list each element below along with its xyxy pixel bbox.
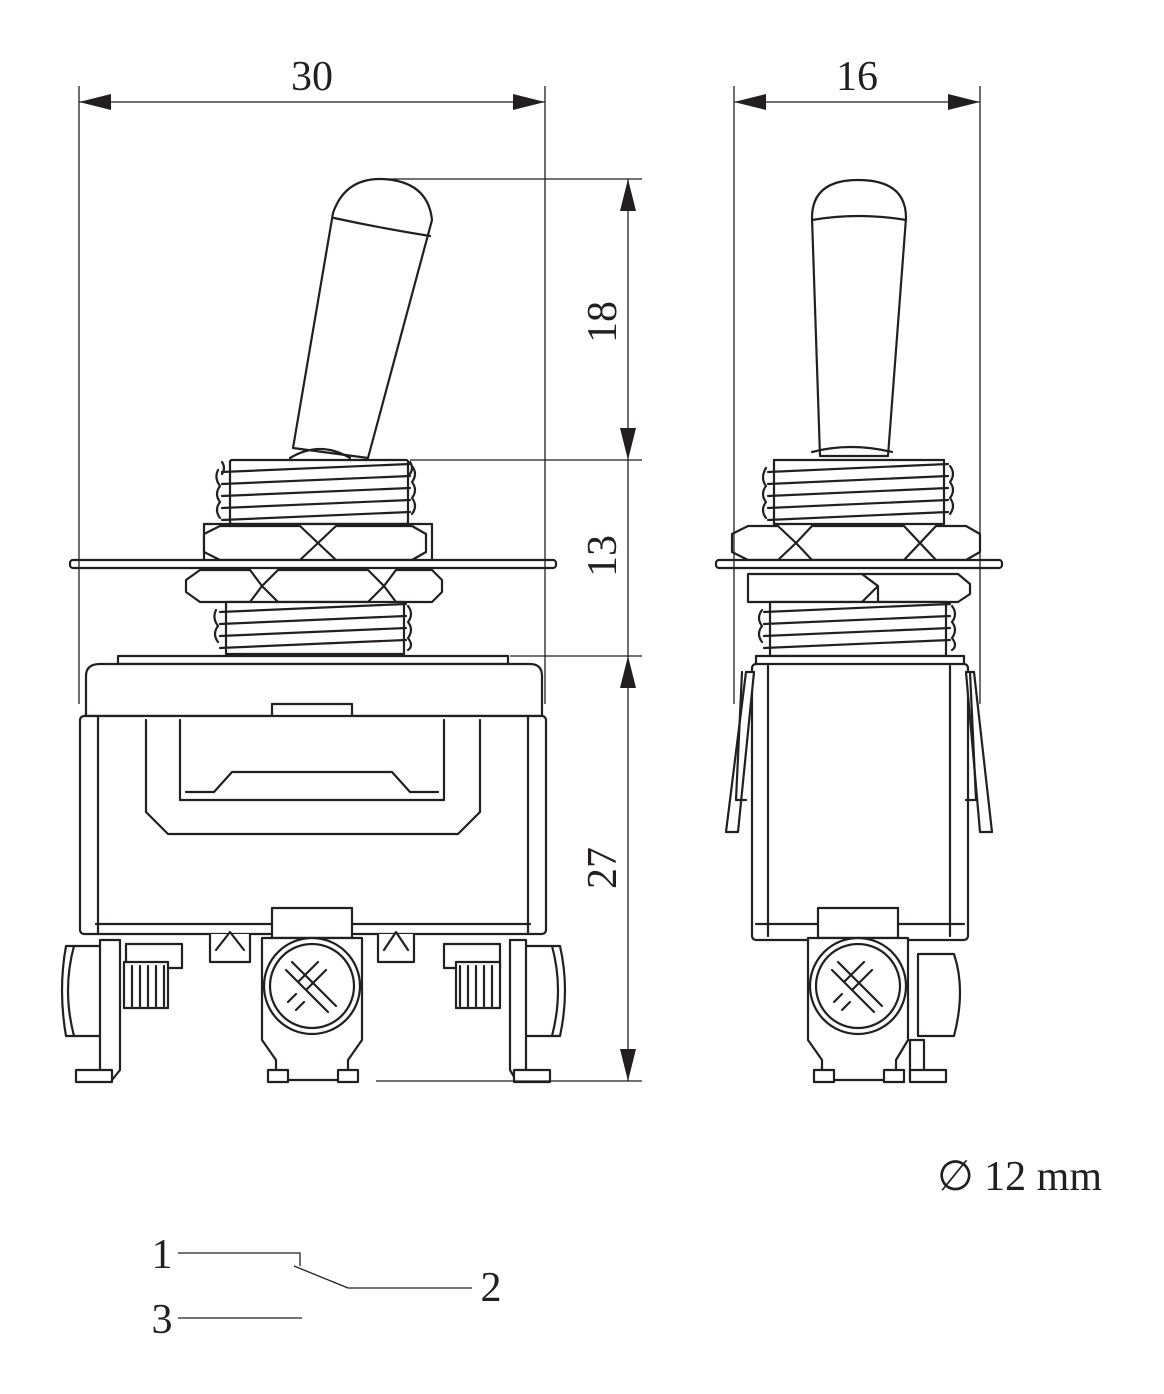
side-lower-thread	[757, 600, 957, 658]
mounting-hole-note: ∅ 12 mm	[937, 1154, 1102, 1200]
side-body	[750, 654, 970, 942]
terminal-label-2: 2	[481, 1265, 502, 1311]
side-lever	[810, 178, 908, 458]
dim-body-height: 27	[580, 847, 626, 889]
side-upper-thread	[761, 458, 955, 526]
dim-width-side: 16	[836, 54, 878, 100]
side-upper-nut	[730, 524, 982, 562]
dim-width-front: 30	[291, 54, 333, 100]
front-lever	[291, 177, 434, 460]
front-lower-thread	[213, 600, 413, 656]
terminal-label-3: 3	[152, 1297, 173, 1343]
front-panel-plate	[68, 558, 558, 570]
front-tabs	[208, 930, 416, 964]
side-clips	[724, 670, 994, 834]
front-terminal-right	[442, 938, 567, 1084]
front-body-top	[84, 654, 544, 720]
front-terminal-center	[260, 906, 364, 1084]
side-terminals	[806, 906, 962, 1084]
side-lower-nut	[746, 572, 972, 604]
terminal-label-1: 1	[152, 1232, 173, 1278]
front-lower-nut	[184, 568, 444, 604]
switch-schematic	[178, 1252, 472, 1319]
side-view	[714, 178, 1004, 1084]
side-panel-plate	[714, 558, 1004, 570]
front-view	[60, 177, 567, 1084]
front-upper-nut	[202, 522, 434, 564]
front-terminal-left	[60, 938, 184, 1084]
front-upper-thread	[215, 448, 417, 526]
front-body	[78, 714, 548, 936]
dim-lever-height: 18	[580, 301, 626, 343]
dim-bushing-height: 13	[580, 535, 626, 577]
dimension-lines	[78, 86, 981, 1082]
